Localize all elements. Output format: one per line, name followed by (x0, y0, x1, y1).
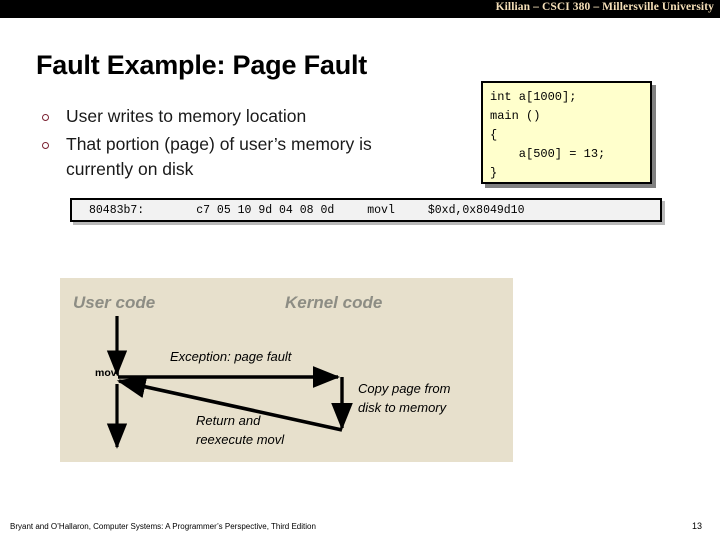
return-arrow (116, 375, 343, 432)
return-line-1: Return and (196, 413, 261, 428)
assembly-operands: $0xd,0x8049d10 (427, 203, 525, 217)
return-label: Return and reexecute movl (196, 411, 284, 449)
bullet-list: User writes to memory location That port… (36, 104, 436, 184)
page-fault-diagram: User code Kernel code movl Exception: pa… (60, 278, 513, 462)
circle-outline-icon (36, 104, 66, 130)
return-line-2: reexecute movl (196, 432, 285, 447)
c-source-code-box: int a[1000]; main () { a[500] = 13; } (481, 81, 652, 184)
top-banner: Killian – CSCI 380 – Millersville Univer… (0, 0, 720, 18)
assembly-mnemonic: movl (367, 203, 395, 217)
copy-page-label: Copy page from disk to memory (358, 379, 451, 417)
assembly-bytes: c7 05 10 9d 04 08 0d (196, 203, 335, 217)
list-item: User writes to memory location (36, 104, 436, 130)
exception-label: Exception: page fault (170, 349, 292, 364)
bullet-text: User writes to memory location (66, 106, 307, 126)
kernel-code-label: Kernel code (285, 293, 383, 312)
banner-title: Killian – CSCI 380 – Millersville Univer… (495, 1, 714, 13)
list-item: That portion (page) of user’s memory is … (36, 132, 436, 182)
assembly-instruction-strip: 80483b7: c7 05 10 9d 04 08 0d movl $0xd,… (70, 198, 662, 222)
movl-label: movl (95, 367, 120, 379)
page-title: Fault Example: Page Fault (36, 50, 368, 80)
assembly-address: 80483b7: (89, 203, 145, 217)
footer-citation: Bryant and O’Hallaron, Computer Systems:… (10, 522, 316, 531)
diagram-arrows (106, 316, 353, 449)
bullet-text: That portion (page) of user’s memory is … (66, 134, 372, 179)
circle-outline-icon (36, 132, 66, 158)
copy-page-line-1: Copy page from (358, 381, 451, 396)
footer-page-number: 13 (692, 521, 703, 531)
copy-page-line-2: disk to memory (358, 400, 447, 415)
user-code-label: User code (73, 293, 156, 312)
